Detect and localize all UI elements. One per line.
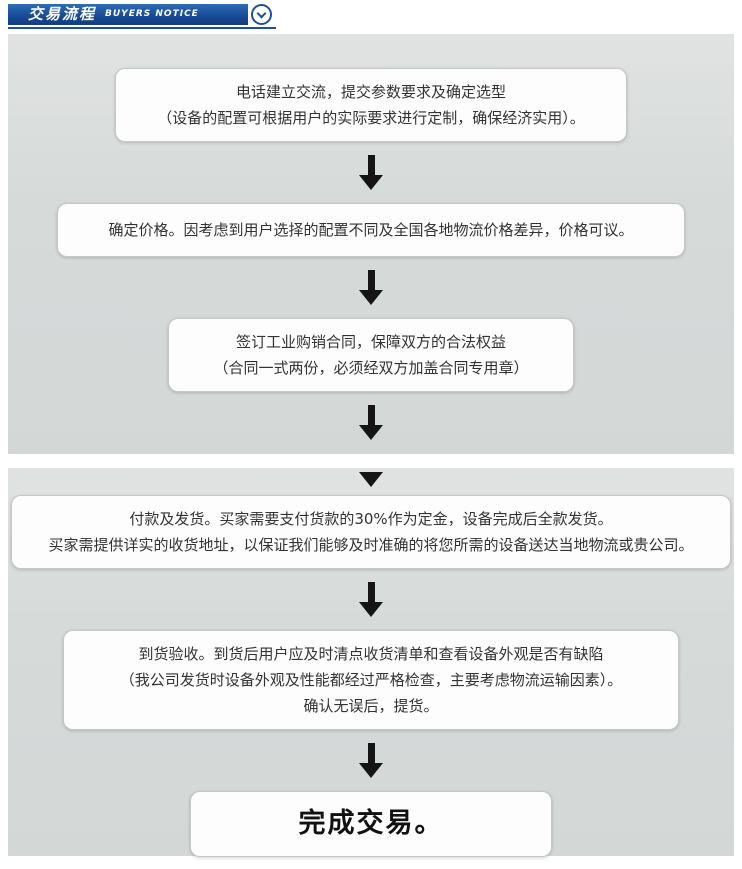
flow-arrow-down [359,155,383,190]
flow-step-complete: 完成交易。 [190,791,552,857]
flow-arrow-down [359,743,383,778]
flow-step-contact: 电话建立交流，提交参数要求及确定选型 （设备的配置可根据用户的实际要求进行定制，… [115,68,627,142]
title-underline [8,27,276,29]
step-text: 付款及发货。买家需要支付货款的30%作为定金，设备完成后全款发货。 [129,510,613,528]
step-text: 到货验收。到货后用户应及时清点收货清单和查看设备外观是否有缺陷 [138,645,604,663]
step-text: 完成交易。 [298,808,444,839]
arrow-stem [367,582,375,602]
step-text: （我公司发货时设备外观及性能都经过严格检查，主要考虑物流运输因素）。 [119,671,623,689]
step-text: 电话建立交流，提交参数要求及确定选型 [235,83,506,101]
arrow-head [359,472,383,487]
chevron-glyph [256,8,267,18]
flow-step-contract: 签订工业购销合同，保障双方的合法权益 （合同一式两份，必须经双方加盖合同专用章） [168,318,574,392]
section-title-bar: 交易流程 BUYERS NOTICE [8,4,248,25]
step-text: 买家需提供详实的收货地址，以保证我们能够及时准确的将您所需的设备送达当地物流或贵… [48,536,694,554]
arrow-stem [367,270,375,290]
section-title-en: BUYERS NOTICE [105,9,199,19]
flow-step-inspection: 到货验收。到货后用户应及时清点收货清单和查看设备外观是否有缺陷 （我公司发货时设… [63,630,679,730]
arrow-stem [367,155,375,175]
section-header: 交易流程 BUYERS NOTICE [0,0,742,34]
arrow-head [359,602,383,617]
flow-arrow-down [359,270,383,305]
flow-panel-top: 电话建立交流，提交参数要求及确定选型 （设备的配置可根据用户的实际要求进行定制，… [8,34,734,454]
step-text: （设备的配置可根据用户的实际要求进行定制，确保经济实用）。 [157,109,585,127]
arrow-head [359,763,383,778]
chevron-down-icon [251,4,272,25]
step-text: （合同一式两份，必须经双方加盖合同专用章） [213,359,529,377]
arrow-head [359,290,383,305]
section-title-cn: 交易流程 [28,5,97,23]
arrow-head [359,175,383,190]
arrow-head [359,425,383,440]
step-text: 确认无误后，提货。 [303,697,439,715]
arrow-stem [367,743,375,763]
arrow-stem [367,405,375,425]
flow-panel-bottom: 付款及发货。买家需要支付货款的30%作为定金，设备完成后全款发货。 买家需提供详… [8,468,734,857]
flow-step-payment-shipping: 付款及发货。买家需要支付货款的30%作为定金，设备完成后全款发货。 买家需提供详… [11,495,731,569]
step-text: 确定价格。因考虑到用户选择的配置不同及全国各地物流价格差异，价格可议。 [108,221,634,239]
flow-arrow-down [359,405,383,440]
flow-arrow-down [359,582,383,617]
panel-divider [0,454,742,468]
flow-step-price: 确定价格。因考虑到用户选择的配置不同及全国各地物流价格差异，价格可议。 [57,203,685,257]
step-text: 签订工业购销合同，保障双方的合法权益 [235,333,506,351]
